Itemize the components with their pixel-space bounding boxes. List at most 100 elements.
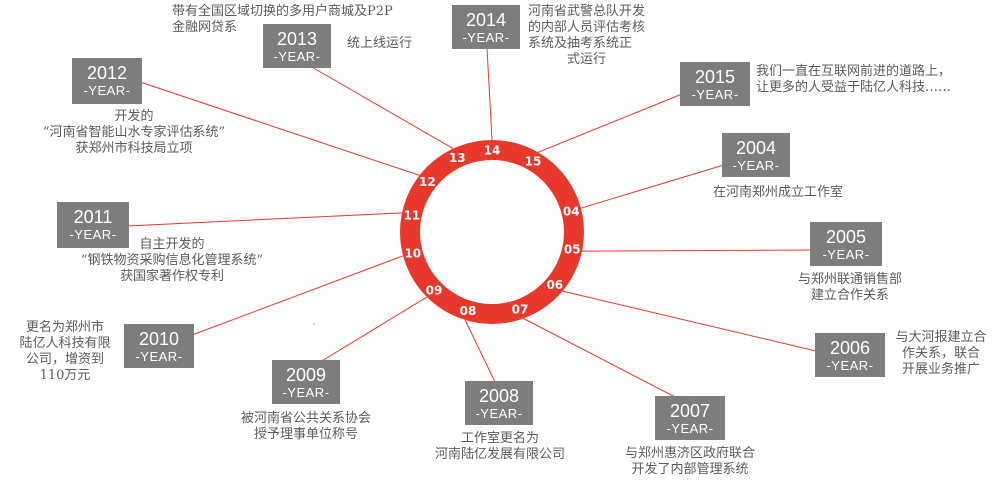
connector-line-12 <box>139 81 420 176</box>
year-label: 2010 <box>138 329 180 349</box>
year-tag: -YEAR- <box>462 30 510 45</box>
year-label: 2011 <box>73 207 113 227</box>
desc-line: 授予理事单位称号 <box>253 427 358 442</box>
connector-line-13 <box>309 65 454 150</box>
ring-number-12: 12 <box>419 175 436 189</box>
year-label: 2005 <box>825 227 867 247</box>
desc-line: 统上线运行 <box>347 36 413 51</box>
ring-number-05: 05 <box>564 243 581 257</box>
year-label: 2014 <box>465 10 507 30</box>
connector-lines <box>125 47 821 398</box>
year-box-2010: 2010 -YEAR- <box>124 324 194 368</box>
year-label: 2009 <box>285 365 327 385</box>
desc-line: 与郑州联通销售部 <box>797 272 902 287</box>
year-label: 2012 <box>86 63 128 83</box>
desc-line: 在河南郑州成立工作室 <box>713 185 844 200</box>
desc-line: 获郑州市科技局立项 <box>75 141 193 156</box>
desc-line: 获国家著作权专利 <box>119 269 224 284</box>
year-tag: -YEAR- <box>666 421 714 436</box>
year-label: 2015 <box>694 67 736 87</box>
ring-number-10: 10 <box>404 247 421 261</box>
desc-2009: 被河南省公共关系协会 授予理事单位称号 <box>230 411 382 443</box>
desc-2015: 我们一直在互联网前进的道路上， 让更多的人受益于陆亿人科技…… <box>756 64 951 96</box>
year-box-2012: 2012 -YEAR- <box>72 58 142 104</box>
connector-line-07 <box>523 318 676 398</box>
desc-2007: 与郑州惠济区政府联合 开发了内部管理系统 <box>615 446 765 478</box>
ring-number-11: 11 <box>403 209 420 223</box>
desc-line: 作关系，联合 <box>901 346 980 361</box>
desc-line: 让更多的人受益于陆亿人科技…… <box>756 80 952 95</box>
desc-2014: 河南省武警总队开发 的内部人员评估考核 系统及抽考系统正 式运行 <box>528 4 645 68</box>
year-box-2011: 2011 -YEAR- <box>57 202 129 248</box>
desc-line: 金融网贷系 <box>172 20 238 35</box>
desc-2005: 与郑州联通销售部 建立合作关系 <box>790 272 910 304</box>
desc-line: 开发了内部管理系统 <box>631 462 749 477</box>
year-tag: -YEAR- <box>822 247 870 262</box>
year-box-2014: 2014 -YEAR- <box>452 5 520 49</box>
desc-line: 的内部人员评估考核 <box>528 20 646 35</box>
desc-2004: 在河南郑州成立工作室 <box>713 185 843 201</box>
connector-line-15 <box>537 93 683 153</box>
year-box-2009: 2009 -YEAR- <box>272 360 340 404</box>
year-box-2007: 2007 -YEAR- <box>655 396 725 440</box>
desc-line: 更名为郑州市 <box>25 320 104 335</box>
desc-line: 陆亿人科技有限 <box>19 336 111 351</box>
connector-line-08 <box>464 319 496 383</box>
desc-2011: 自主开发的 “钢铁物资采购信息化管理系统” 获国家著作权专利 <box>60 237 284 285</box>
year-tag: -YEAR- <box>83 83 131 98</box>
ring-number-15: 15 <box>525 155 542 169</box>
year-tag: -YEAR- <box>475 406 523 421</box>
timeline-ring <box>400 140 584 324</box>
desc-2013: 带有全国区域切换的多用户商城及P2P 金融网贷系 统上线运行 <box>172 4 412 52</box>
desc-line: 系统及抽考系统正 <box>528 36 633 51</box>
stray-dot <box>313 323 315 325</box>
ring-number-04: 04 <box>563 204 580 218</box>
connector-line-14 <box>486 47 493 141</box>
desc-2008: 工作室更名为 河南陆亿发展有限公司 <box>424 431 576 463</box>
year-box-2004: 2004 -YEAR- <box>722 133 790 177</box>
desc-line: 工作室更名为 <box>460 431 539 446</box>
year-label: 2007 <box>669 401 711 421</box>
desc-line: 自主开发的 <box>139 237 205 252</box>
desc-line: 建立合作关系 <box>810 288 889 303</box>
desc-line: 河南省武警总队开发 <box>528 4 646 19</box>
connector-line-06 <box>562 290 821 353</box>
year-label: 2004 <box>735 138 777 158</box>
connector-line-04 <box>580 163 728 209</box>
desc-line: 我们一直在互联网前进的道路上， <box>756 64 952 79</box>
year-label: 2013 <box>276 29 318 49</box>
desc-line: 式运行 <box>567 52 607 67</box>
connector-line-09 <box>319 296 428 363</box>
ring-number-13: 13 <box>449 151 466 165</box>
desc-line: 与大河报建立合 <box>895 330 987 345</box>
year-tag: -YEAR- <box>691 87 739 102</box>
desc-line: 被河南省公共关系协会 <box>240 411 371 426</box>
desc-line: 开发的 <box>114 109 154 124</box>
connector-line-10 <box>191 255 404 336</box>
year-tag: -YEAR- <box>732 158 780 173</box>
year-box-2005: 2005 -YEAR- <box>810 222 882 266</box>
desc-2012: 开发的 “河南省智能山水专家评估系统” 获郑州市科技局立项 <box>22 109 246 157</box>
year-box-2015: 2015 -YEAR- <box>680 62 750 106</box>
ring-number-14: 14 <box>484 144 501 158</box>
connector-line-11 <box>125 212 403 227</box>
year-tag: -YEAR- <box>69 227 117 242</box>
ring-number-08: 08 <box>460 304 477 318</box>
year-tag: -YEAR- <box>826 358 874 373</box>
year-tag: -YEAR- <box>273 49 321 64</box>
desc-line: “钢铁物资采购信息化管理系统” <box>80 253 264 268</box>
ring-number-07: 07 <box>512 303 529 317</box>
year-tag: -YEAR- <box>135 349 183 364</box>
ring-number-06: 06 <box>546 278 563 292</box>
year-label: 2008 <box>478 386 520 406</box>
connector-line-05 <box>581 249 813 252</box>
year-box-2008: 2008 -YEAR- <box>465 381 533 425</box>
year-label: 2006 <box>829 338 871 358</box>
desc-2010: 更名为郑州市 陆亿人科技有限 公司，增资到 110万元 <box>10 320 120 384</box>
desc-line: 公司，增资到 <box>25 352 104 367</box>
desc-line: 开展业务推广 <box>901 362 980 377</box>
desc-line: “河南省智能山水专家评估系统” <box>42 125 226 140</box>
desc-line: 带有全国区域切换的多用户商城及P2P <box>172 4 393 19</box>
